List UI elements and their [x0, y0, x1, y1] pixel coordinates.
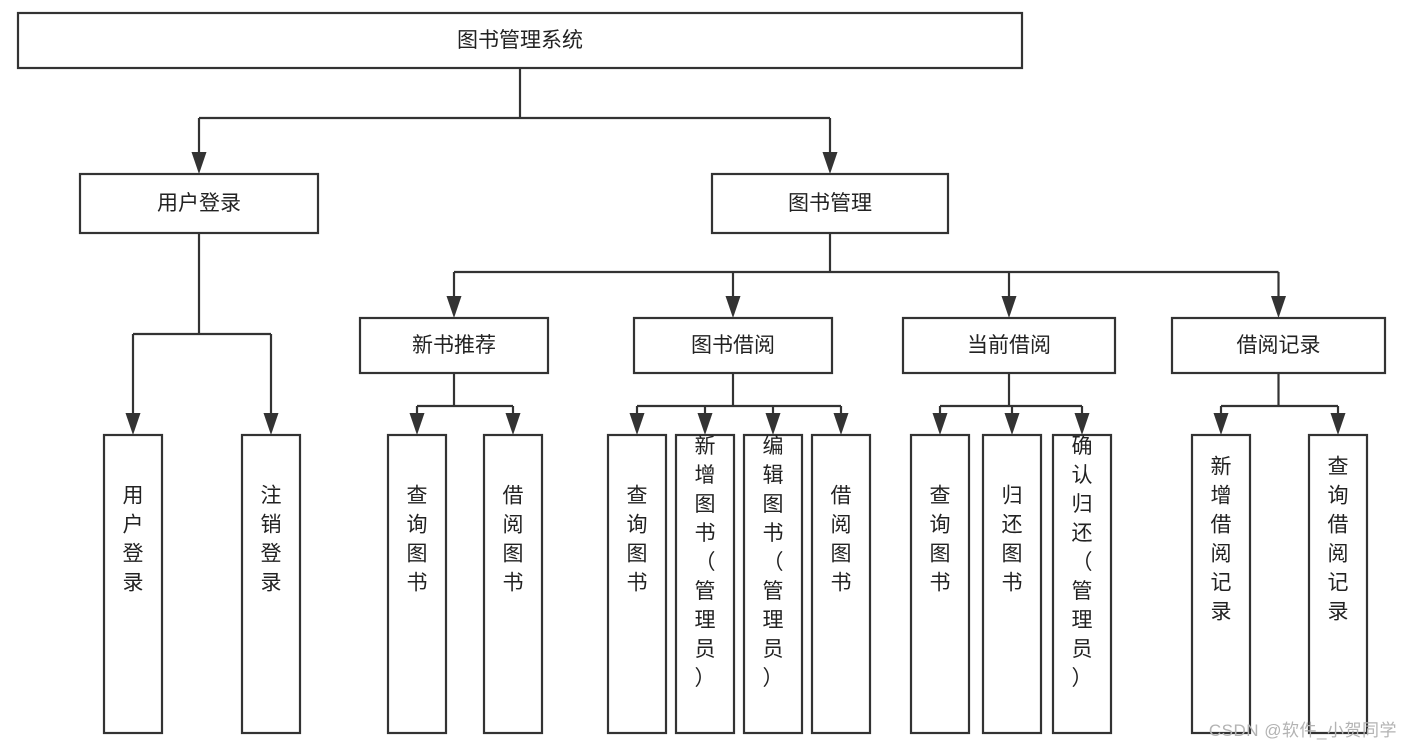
node-leaf-borrow-book-2[interactable]: 借阅图书	[810, 433, 872, 735]
node-box[interactable]	[606, 433, 668, 735]
node-book-borrow[interactable]: 图书借阅	[632, 316, 834, 375]
node-new-book-rec[interactable]: 新书推荐	[358, 316, 550, 375]
node-label: 确认归还（管理员）	[1072, 435, 1093, 690]
arrow-head-icon	[932, 413, 948, 435]
node-label: 借阅记录	[1237, 334, 1321, 357]
node-label: 查询图书	[930, 484, 951, 594]
connector-group-book-manage	[446, 233, 1286, 318]
arrow-head-icon	[263, 413, 279, 435]
node-box[interactable]	[78, 172, 320, 235]
node-box[interactable]	[981, 433, 1043, 735]
node-box[interactable]	[1051, 433, 1113, 735]
node-leaf-add-record[interactable]: 新增借阅记录	[1190, 433, 1252, 735]
arrow-head-icon	[191, 152, 207, 174]
node-label: 图书管理系统	[457, 29, 583, 52]
node-box[interactable]	[16, 11, 1024, 70]
node-label: 图书管理	[788, 192, 872, 215]
arrow-head-icon	[505, 413, 521, 435]
node-box[interactable]	[482, 433, 544, 735]
arrow-head-icon	[697, 413, 713, 435]
node-layer: 图书管理系统用户登录图书管理新书推荐图书借阅当前借阅借阅记录用户登录注销登录查询…	[16, 11, 1387, 735]
node-leaf-add-book[interactable]: 新增图书（管理员）	[674, 433, 736, 735]
node-leaf-query-book-1[interactable]: 查询图书	[386, 433, 448, 735]
node-label: 新书推荐	[412, 334, 496, 357]
node-label: 新增图书（管理员）	[695, 435, 716, 690]
connector-group-new-book-rec	[409, 373, 521, 435]
node-label: 查询图书	[407, 484, 428, 594]
connector-group-current-borrow	[932, 373, 1090, 435]
node-box[interactable]	[386, 433, 448, 735]
node-box[interactable]	[710, 172, 950, 235]
arrow-head-icon	[725, 296, 741, 318]
arrow-head-icon	[1001, 296, 1017, 318]
node-box[interactable]	[909, 433, 971, 735]
arrow-head-icon	[1213, 413, 1229, 435]
connector-layer	[125, 68, 1346, 435]
arrow-head-icon	[446, 296, 462, 318]
node-leaf-user-login[interactable]: 用户登录	[102, 433, 164, 735]
arrow-head-icon	[629, 413, 645, 435]
connector-group-borrow-record	[1213, 373, 1346, 435]
node-box[interactable]	[1190, 433, 1252, 735]
node-leaf-return-book[interactable]: 归还图书	[981, 433, 1043, 735]
node-label: 借阅图书	[831, 484, 852, 594]
connector-group-root	[191, 68, 838, 174]
arrow-head-icon	[409, 413, 425, 435]
node-box[interactable]	[358, 316, 550, 375]
node-label: 借阅图书	[503, 484, 524, 594]
node-box[interactable]	[742, 433, 804, 735]
arrow-head-icon	[1074, 413, 1090, 435]
connector-group-user-login	[125, 233, 279, 435]
node-label: 新增借阅记录	[1211, 455, 1232, 623]
node-label: 查询图书	[627, 484, 648, 594]
node-leaf-query-record[interactable]: 查询借阅记录	[1307, 433, 1369, 735]
node-label: 用户登录	[157, 192, 241, 215]
node-box[interactable]	[901, 316, 1117, 375]
node-box[interactable]	[240, 433, 302, 735]
node-leaf-query-book-3[interactable]: 查询图书	[909, 433, 971, 735]
node-box[interactable]	[674, 433, 736, 735]
node-leaf-confirm-return[interactable]: 确认归还（管理员）	[1051, 433, 1113, 735]
node-borrow-record[interactable]: 借阅记录	[1170, 316, 1387, 375]
node-label: 编辑图书（管理员）	[763, 435, 784, 690]
node-label: 用户登录	[123, 484, 144, 594]
arrow-head-icon	[833, 413, 849, 435]
node-box[interactable]	[1307, 433, 1369, 735]
node-leaf-edit-book[interactable]: 编辑图书（管理员）	[742, 433, 804, 735]
node-label: 图书借阅	[691, 334, 775, 357]
arrow-head-icon	[765, 413, 781, 435]
node-user-login[interactable]: 用户登录	[78, 172, 320, 235]
arrow-head-icon	[822, 152, 838, 174]
arrow-head-icon	[1004, 413, 1020, 435]
node-label: 归还图书	[1002, 484, 1023, 594]
arrow-head-icon	[1330, 413, 1346, 435]
node-label: 查询借阅记录	[1328, 455, 1349, 623]
node-root[interactable]: 图书管理系统	[16, 11, 1024, 70]
node-current-borrow[interactable]: 当前借阅	[901, 316, 1117, 375]
node-box[interactable]	[632, 316, 834, 375]
node-label: 当前借阅	[967, 334, 1051, 357]
arrow-head-icon	[1271, 296, 1286, 318]
arrow-head-icon	[125, 413, 141, 435]
connector-group-book-borrow	[629, 373, 849, 435]
node-box[interactable]	[102, 433, 164, 735]
node-box[interactable]	[1170, 316, 1387, 375]
node-leaf-borrow-book-1[interactable]: 借阅图书	[482, 433, 544, 735]
node-box[interactable]	[810, 433, 872, 735]
node-book-manage[interactable]: 图书管理	[710, 172, 950, 235]
node-label: 注销登录	[261, 484, 282, 594]
node-leaf-logout[interactable]: 注销登录	[240, 433, 302, 735]
node-leaf-query-book-2[interactable]: 查询图书	[606, 433, 668, 735]
